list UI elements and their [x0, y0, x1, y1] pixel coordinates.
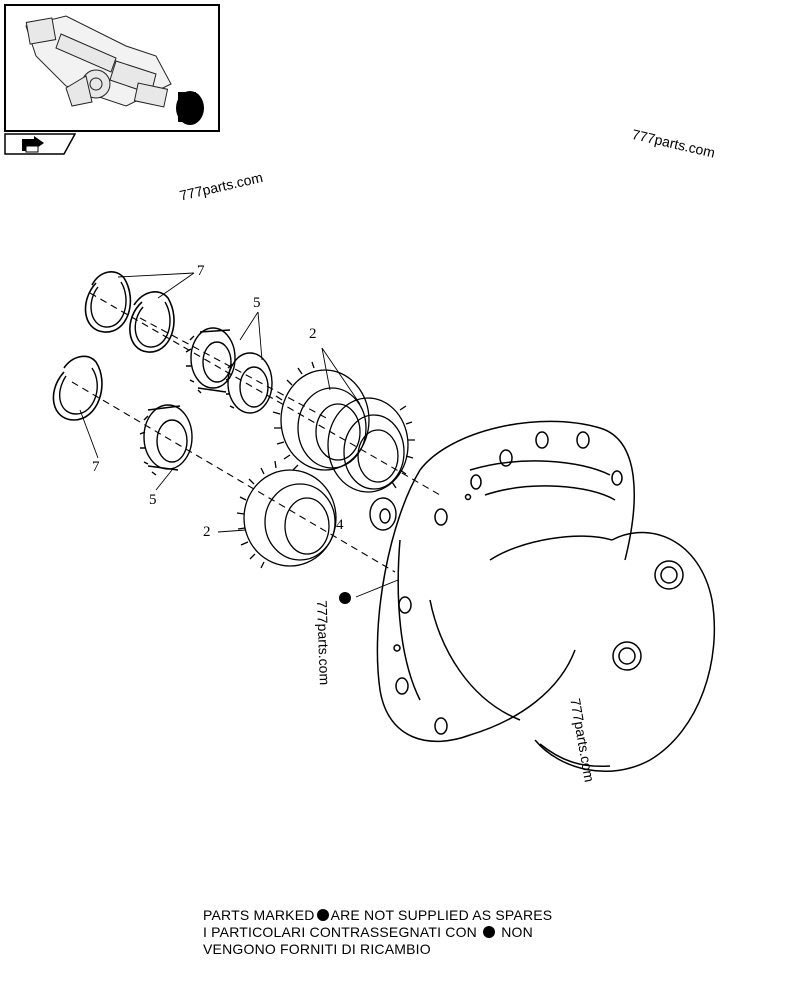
leader-lines — [79, 272, 399, 598]
callout-snap-ring-upper: 7 — [197, 263, 205, 279]
assembly-thumbnail[interactable] — [4, 4, 220, 132]
callout-needle-bearing-lower: 5 — [149, 492, 157, 508]
filled-dot-marker-icon — [483, 926, 496, 938]
assembly-axis-lines — [71, 292, 441, 573]
note-line-2: I PARTICOLARI CONTRASSEGNATI CON NON — [203, 924, 533, 940]
callout-planet-gear-upper: 2 — [309, 326, 317, 342]
needle-bearing-upper-1 — [185, 327, 236, 394]
thrust-washer — [369, 497, 397, 531]
callout-needle-bearing-upper: 5 — [253, 295, 261, 311]
navigate-arrow-icon[interactable] — [4, 133, 76, 155]
needle-bearing-upper-2 — [225, 352, 273, 414]
snap-ring-upper-right — [129, 291, 175, 353]
axle-assembly-thumbnail-icon — [25, 15, 204, 125]
snap-ring-upper-left — [84, 271, 132, 333]
filled-dot-marker-icon — [316, 909, 329, 921]
note-line-3: VENGONO FORNITI DI RICAMBIO — [203, 941, 431, 957]
planet-gear-lower — [236, 460, 337, 569]
planet-gear-upper-1 — [272, 361, 370, 471]
planet-carrier-hub — [376, 420, 716, 773]
snap-ring-lower — [52, 355, 103, 421]
callout-snap-ring-lower: 7 — [92, 459, 100, 475]
callout-thrust-washer: 4 — [336, 517, 344, 533]
marker-dot — [339, 592, 351, 604]
planet-gear-upper-2 — [327, 397, 415, 493]
needle-bearing-lower — [139, 404, 193, 476]
callout-planet-gear-lower: 2 — [203, 524, 211, 540]
watermark-text: 777parts.com — [314, 600, 333, 686]
